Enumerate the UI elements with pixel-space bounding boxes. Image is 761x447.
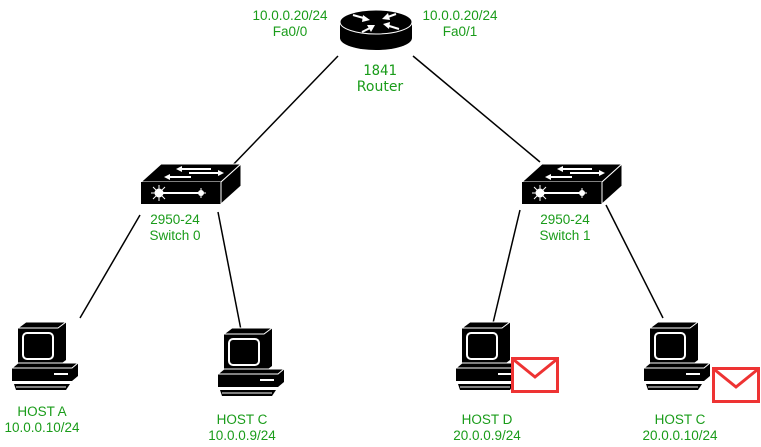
host-c-10-label: HOST C 10.0.0.9/24: [200, 412, 284, 444]
switch-0-icon[interactable]: [140, 163, 242, 205]
link-router-switch1: [412, 55, 541, 163]
host-name: HOST A: [17, 404, 67, 419]
envelope-icon[interactable]: [712, 367, 760, 403]
switch-model: 2950-24: [540, 212, 590, 227]
router-model: 1841: [363, 63, 397, 79]
switch-1-label: 2950-24 Switch 1: [520, 212, 610, 244]
host-ip: 20.0.0.10/24: [642, 428, 718, 443]
host-name: HOST C: [654, 412, 706, 427]
link-switch1-hostc2: [605, 204, 664, 319]
interface-ip: 10.0.0.20/24: [252, 8, 328, 23]
switch-model: 2950-24: [150, 212, 200, 227]
link-switch0-hosta: [79, 214, 141, 319]
host-ip: 10.0.0.10/24: [4, 420, 80, 435]
router-fa0-0-label: 10.0.0.20/24 Fa0/0: [240, 8, 340, 40]
link-router-switch0: [227, 55, 339, 171]
switch-name: Switch 1: [539, 228, 591, 243]
link-switch1-hostd: [492, 209, 521, 324]
switch-1-icon[interactable]: [521, 163, 623, 205]
envelope-icon[interactable]: [511, 357, 559, 393]
host-c-20-pc-icon[interactable]: [643, 321, 711, 391]
host-ip: 20.0.0.9/24: [453, 428, 521, 443]
router-type: Router: [356, 79, 404, 95]
switch-0-label: 2950-24 Switch 0: [130, 212, 220, 244]
host-ip: 10.0.0.9/24: [208, 428, 276, 443]
interface-name: Fa0/0: [272, 24, 308, 39]
host-d-label: HOST D 20.0.0.9/24: [445, 412, 529, 444]
switch-name: Switch 0: [149, 228, 201, 243]
link-switch0-hostc: [217, 211, 242, 331]
interface-name: Fa0/1: [442, 24, 478, 39]
host-a-pc-icon[interactable]: [11, 321, 79, 391]
router-fa0-1-label: 10.0.0.20/24 Fa0/1: [410, 8, 510, 40]
router-label: 1841 Router: [340, 63, 420, 95]
interface-ip: 10.0.0.20/24: [422, 8, 498, 23]
host-c-10-pc-icon[interactable]: [217, 327, 285, 397]
host-name: HOST C: [216, 412, 268, 427]
host-name: HOST D: [461, 412, 513, 427]
host-c-20-label: HOST C 20.0.0.10/24: [635, 412, 725, 444]
host-a-label: HOST A 10.0.0.10/24: [0, 404, 84, 436]
router-icon[interactable]: [339, 9, 413, 50]
